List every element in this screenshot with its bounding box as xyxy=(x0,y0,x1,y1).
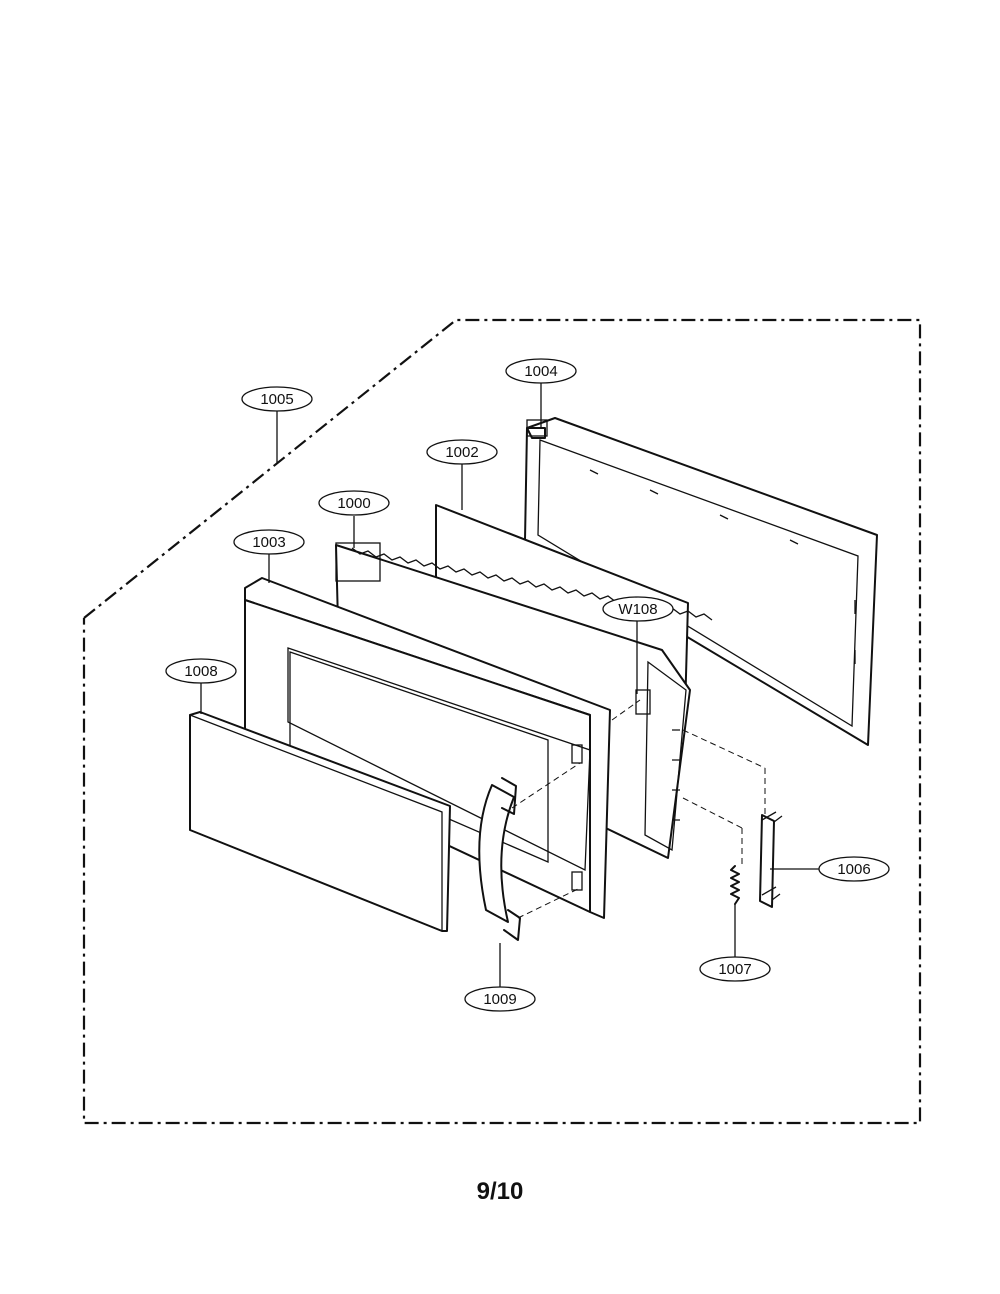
callout-1008: 1008 xyxy=(165,658,237,684)
leader-lines xyxy=(200,383,820,987)
part-W108 xyxy=(635,689,651,715)
part-1006-latch xyxy=(759,811,783,908)
svg-text:1008: 1008 xyxy=(184,663,217,680)
assembly-boundary xyxy=(82,318,922,1125)
part-1008-front-glass xyxy=(189,711,451,932)
callout-1009: 1009 xyxy=(464,986,536,1012)
callout-1006: 1006 xyxy=(818,856,890,882)
callout-1000: 1000 xyxy=(318,490,390,516)
svg-text:1007: 1007 xyxy=(718,961,751,978)
part-1009-handle xyxy=(478,777,521,941)
callout-W108: W108 xyxy=(602,596,674,622)
callout-1002: 1002 xyxy=(426,439,498,465)
callout-1007: 1007 xyxy=(699,956,771,982)
page-number: 9/10 xyxy=(476,1178,524,1205)
svg-text:1004: 1004 xyxy=(524,363,557,380)
callout-1003: 1003 xyxy=(233,529,305,555)
callout-1004: 1004 xyxy=(505,358,577,384)
svg-text:1002: 1002 xyxy=(445,444,478,461)
svg-text:1000: 1000 xyxy=(337,495,370,512)
svg-text:W108: W108 xyxy=(618,601,657,618)
svg-text:1003: 1003 xyxy=(252,534,285,551)
svg-text:1009: 1009 xyxy=(483,991,516,1008)
part-1004-door-frame xyxy=(524,417,878,746)
svg-text:1006: 1006 xyxy=(837,861,870,878)
svg-text:1005: 1005 xyxy=(260,391,293,408)
callout-1005: 1005 xyxy=(241,386,313,412)
assembly-lines xyxy=(511,699,766,919)
part-1007-spring xyxy=(730,865,740,905)
